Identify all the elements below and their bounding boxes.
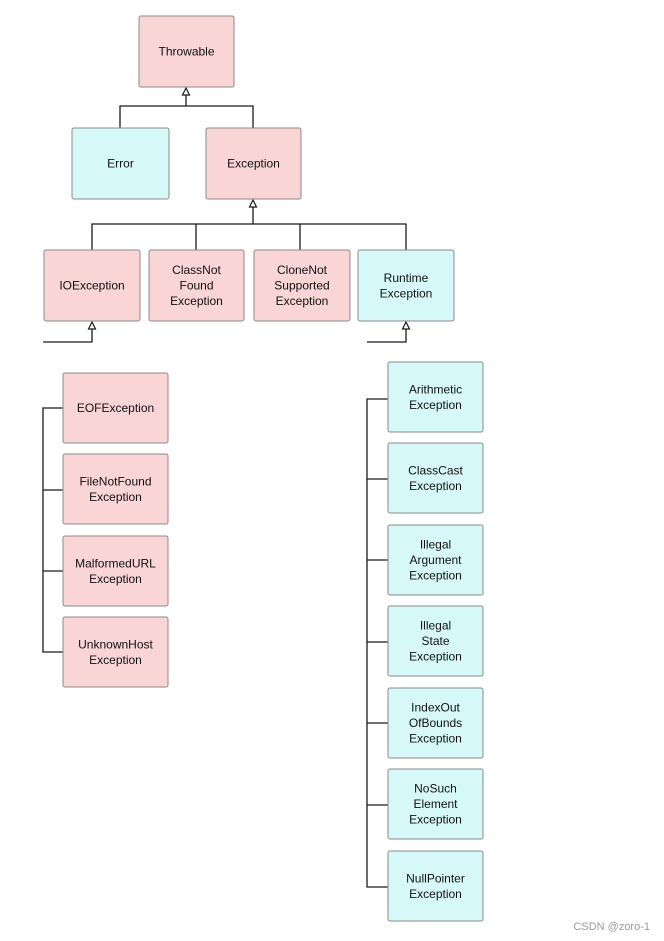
node-label-clonenotsupported-line-1: CloneNot: [277, 263, 328, 277]
node-label-classcast-line-2: Exception: [409, 479, 462, 493]
node-exception: Exception: [205, 127, 302, 200]
node-label-illegalstate-line-1: Illegal: [420, 619, 451, 633]
node-box-classcast: [387, 442, 484, 514]
node-box-nosuchelement: [387, 768, 484, 840]
node-label-eof-line-1: EOFException: [77, 401, 154, 415]
node-box-throwable: [138, 15, 235, 88]
node-label-nosuchelement-line-2: Element: [413, 797, 458, 811]
node-label-malformedurl-line-1: MalformedURL: [75, 556, 156, 570]
edge-throwable-children: [119, 93, 254, 128]
arrowhead-runtime: [401, 320, 411, 330]
node-label-nosuchelement-line-3: Exception: [409, 813, 462, 827]
node-box-ioexception: [43, 249, 141, 322]
node-label-classnotfound-line-1: ClassNot: [172, 263, 221, 277]
node-box-illegalstate: [387, 605, 484, 677]
node-label-illegalstate-line-3: Exception: [409, 650, 462, 664]
node-box-malformedurl: [62, 535, 169, 607]
node-label-clonenotsupported-line-2: Supported: [274, 279, 329, 293]
node-label-indexoutofbounds-line-3: Exception: [409, 732, 462, 746]
node-label-classnotfound-line-2: Found: [179, 279, 213, 293]
node-label-illegalargument-line-1: Illegal: [420, 538, 451, 552]
arrowhead-exception: [248, 198, 258, 208]
node-label-classnotfound-line-3: Exception: [170, 294, 223, 308]
node-box-nullpointer: [387, 850, 484, 922]
node-label-filenotfound-line-2: Exception: [89, 490, 142, 504]
node-box-unknownhost: [62, 616, 169, 688]
edge-runtime-children: [366, 328, 407, 888]
node-label-throwable-line-1: Throwable: [158, 45, 214, 59]
node-label-exception-line-1: Exception: [227, 157, 280, 171]
node-label-filenotfound-line-1: FileNotFound: [79, 474, 151, 488]
node-ioexception: IOException: [43, 249, 141, 322]
node-box-eof: [62, 372, 169, 444]
node-error: Error: [71, 127, 170, 200]
node-throwable: Throwable: [138, 15, 235, 88]
edge-ioexception-children: [42, 328, 93, 653]
watermark-text: CSDN @zoro-1: [573, 921, 650, 933]
arrowhead-ioexception: [87, 320, 97, 330]
node-box-runtime: [357, 249, 455, 322]
node-box-indexoutofbounds: [387, 687, 484, 759]
node-label-illegalstate-line-2: State: [421, 634, 449, 648]
node-label-ioexception-line-1: IOException: [59, 279, 124, 293]
node-box-exception: [205, 127, 302, 200]
node-label-clonenotsupported-line-3: Exception: [276, 294, 329, 308]
node-label-error-line-1: Error: [107, 157, 134, 171]
node-label-malformedurl-line-2: Exception: [89, 572, 142, 586]
node-label-classcast-line-1: ClassCast: [408, 463, 463, 477]
node-label-nosuchelement-line-1: NoSuch: [414, 782, 457, 796]
node-label-runtime-line-1: Runtime: [384, 271, 429, 285]
node-box-filenotfound: [62, 453, 169, 525]
connector-lines: [42, 86, 411, 888]
node-label-runtime-line-2: Exception: [380, 286, 433, 300]
node-box-illegalargument: [387, 524, 484, 596]
node-eof: EOFException: [62, 372, 169, 444]
node-box-clonenotsupported: [253, 249, 351, 322]
node-label-unknownhost-line-2: Exception: [89, 653, 142, 667]
node-label-nullpointer-line-1: NullPointer: [406, 871, 465, 885]
node-label-nullpointer-line-2: Exception: [409, 887, 462, 901]
node-malformedurl: MalformedURL Exception: [62, 535, 169, 607]
arrowhead-throwable: [181, 86, 191, 96]
node-label-illegalargument-line-3: Exception: [409, 569, 462, 583]
node-label-unknownhost-line-1: UnknownHost: [78, 637, 153, 651]
node-box-arithmetic: [387, 361, 484, 433]
node-label-indexoutofbounds-line-2: OfBounds: [409, 716, 462, 730]
node-label-indexoutofbounds-line-1: IndexOut: [411, 701, 460, 715]
node-box-error: [71, 127, 170, 200]
edge-exception-children: [91, 206, 407, 250]
node-box-classnotfound: [148, 249, 245, 322]
node-label-arithmetic-line-1: Arithmetic: [409, 382, 462, 396]
node-label-illegalargument-line-2: Argument: [409, 553, 462, 567]
node-label-arithmetic-line-2: Exception: [409, 398, 462, 412]
